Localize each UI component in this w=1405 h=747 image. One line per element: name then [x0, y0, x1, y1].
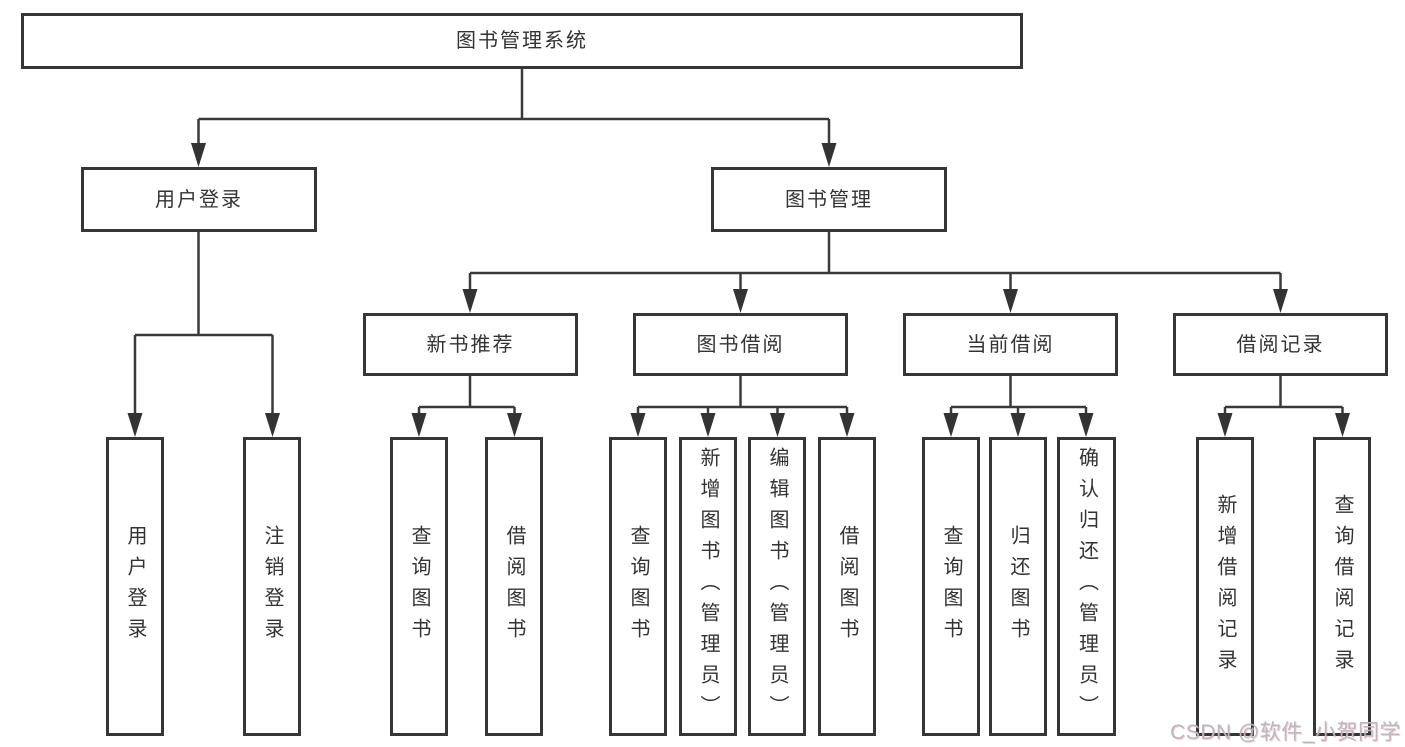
connector-book-borrow: [630, 376, 855, 437]
leaf-current-return: 归还图书: [989, 437, 1047, 736]
connector-root: [191, 69, 837, 167]
node-borrow-records-label: 借阅记录: [1236, 333, 1325, 356]
connector-book-management: [462, 232, 1288, 313]
leaf-borrow-edit-admin-label: 编辑图书（管理员）: [766, 447, 788, 726]
leaf-newbook-query-label: 查询图书: [408, 524, 430, 649]
leaf-records-add: 新增借阅记录: [1196, 437, 1254, 736]
leaf-records-query: 查询借阅记录: [1313, 437, 1371, 736]
leaf-borrow-query: 查询图书: [609, 437, 667, 736]
leaf-borrow-book-label: 借阅图书: [836, 524, 858, 649]
arrowhead: [943, 413, 959, 437]
node-new-book-recommend: 新书推荐: [363, 313, 578, 376]
leaf-current-query: 查询图书: [922, 437, 980, 736]
arrowhead: [700, 413, 716, 437]
leaf-logout-label: 注销登录: [261, 524, 283, 649]
arrowhead: [630, 413, 646, 437]
leaf-current-return-label: 归还图书: [1007, 524, 1029, 649]
leaf-current-query-label: 查询图书: [940, 524, 962, 649]
connector-current-borrow: [943, 376, 1094, 437]
arrowhead: [1010, 413, 1026, 437]
node-book-management: 图书管理: [711, 167, 947, 232]
arrowhead: [1217, 413, 1233, 437]
arrowhead: [191, 143, 206, 167]
arrowhead: [821, 143, 837, 167]
node-current-borrow: 当前借阅: [903, 313, 1118, 376]
arrowhead: [1273, 289, 1288, 313]
arrowhead: [1003, 289, 1018, 313]
node-book-management-label: 图书管理: [785, 188, 873, 211]
leaf-newbook-borrow: 借阅图书: [485, 437, 543, 736]
leaf-borrow-add-admin: 新增图书（管理员）: [679, 437, 737, 736]
leaf-user-login-label: 用户登录: [124, 524, 146, 649]
arrowhead: [1335, 413, 1350, 437]
node-borrow-records: 借阅记录: [1173, 313, 1388, 376]
arrowhead: [411, 413, 427, 437]
leaf-current-confirm-admin: 确认归还（管理员）: [1057, 437, 1116, 736]
leaf-newbook-query: 查询图书: [390, 437, 448, 736]
leaf-borrow-edit-admin: 编辑图书（管理员）: [748, 437, 806, 736]
arrowhead: [462, 289, 478, 313]
arrowhead: [733, 289, 748, 313]
leaf-borrow-book: 借阅图书: [818, 437, 876, 736]
leaf-records-query-label: 查询借阅记录: [1331, 493, 1353, 680]
arrowhead: [507, 413, 522, 437]
leaf-records-add-label: 新增借阅记录: [1214, 493, 1236, 680]
connector-user-login: [127, 232, 280, 437]
node-new-book-recommend-label: 新书推荐: [426, 333, 515, 356]
csdn-watermark: CSDN @软件_小贺同学: [1170, 721, 1401, 744]
node-current-borrow-label: 当前借阅: [966, 333, 1055, 356]
connector-borrow-records: [1217, 376, 1350, 437]
connector-new-book: [411, 376, 522, 437]
node-user-login: 用户登录: [81, 167, 317, 232]
leaf-borrow-add-admin-label: 新增图书（管理员）: [697, 447, 719, 726]
arrowhead: [839, 413, 855, 437]
leaf-user-login: 用户登录: [106, 437, 164, 736]
node-root-label: 图书管理系统: [456, 30, 588, 52]
leaf-current-confirm-admin-label: 确认归还（管理员）: [1075, 447, 1098, 726]
leaf-logout: 注销登录: [243, 437, 301, 736]
node-book-borrow: 图书借阅: [633, 313, 848, 376]
arrowhead: [770, 413, 785, 437]
arrowhead: [265, 413, 280, 437]
arrowhead: [127, 413, 143, 437]
node-user-login-label: 用户登录: [155, 188, 243, 211]
node-book-borrow-label: 图书借阅: [696, 333, 785, 356]
leaf-borrow-query-label: 查询图书: [627, 524, 649, 649]
leaf-newbook-borrow-label: 借阅图书: [503, 524, 525, 649]
arrowhead: [1078, 413, 1094, 437]
node-root: 图书管理系统: [21, 13, 1023, 69]
